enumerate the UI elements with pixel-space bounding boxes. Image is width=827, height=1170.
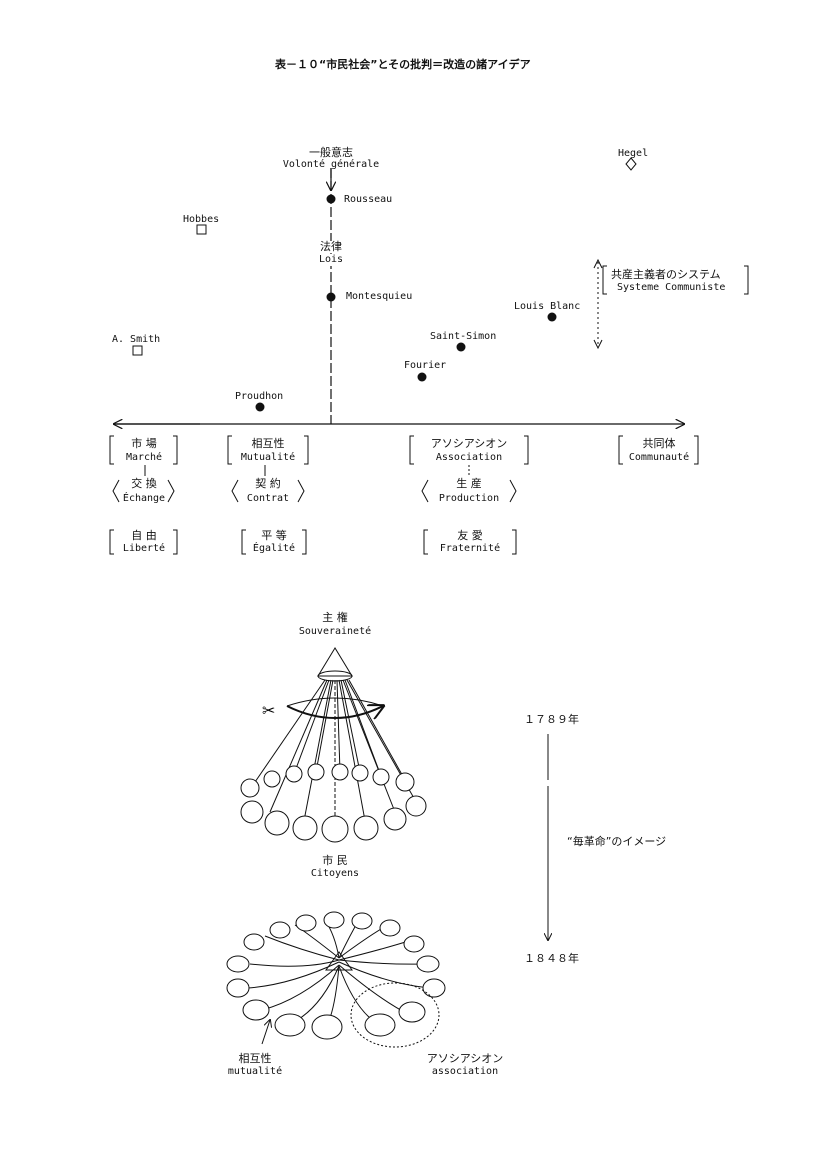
market-fr: Marché [125, 452, 163, 463]
scissors-icon: ✂ [262, 701, 275, 720]
mutuality-bottom-jp: 相互性 [238, 1052, 272, 1065]
rousseau-label: Rousseau [344, 194, 393, 205]
association-dotted-ring [350, 982, 440, 1048]
mutuality-bottom-fr: mutualité [227, 1066, 283, 1077]
association-col-jp: アソシアシオン [430, 437, 508, 450]
montesquieu-label: Montesquieu [346, 291, 413, 302]
louis-blanc-dot [547, 312, 557, 322]
hegel-diamond [625, 157, 637, 171]
association-col-fr: Association [435, 452, 503, 463]
year-1848: １８４８年 [524, 952, 579, 965]
liberty-jp: 自 由 [131, 529, 157, 542]
communist-system-fr: Systeme Communiste [617, 282, 726, 293]
fourier-label: Fourier [404, 360, 447, 371]
law-fr: Lois [311, 254, 351, 266]
montesquieu-dot [326, 292, 336, 302]
production-fr: Production [438, 493, 500, 504]
mutuality-jp: 相互性 [251, 437, 285, 450]
fourier-dot [417, 372, 427, 382]
hobbes-label: Hobbes [183, 214, 220, 225]
year-1789: １７８９年 [524, 713, 579, 726]
community-jp: 共同体 [642, 437, 676, 450]
hegel-label: Hegel [618, 148, 649, 159]
law-jp: 法律 [311, 241, 351, 253]
mutuality-fr: Mutualité [240, 452, 296, 463]
general-will-fr: Volonté générale [282, 159, 380, 170]
saint-simon-dot [456, 342, 466, 352]
community-fr: Communauté [628, 452, 690, 463]
citizens-fr: Citoyens [310, 868, 360, 879]
smith-label: A. Smith [112, 334, 161, 345]
market-jp: 市 場 [131, 437, 157, 450]
exchange-fr: Échange [122, 493, 166, 504]
sovereignty-jp: 主 権 [322, 611, 348, 624]
revolution-image-label: “毎革命”のイメージ [567, 835, 667, 848]
association-bottom-fr: association [431, 1066, 499, 1077]
communist-system-jp: 共産主義者のシステム [611, 268, 721, 281]
sovereignty-fr: Souveraineté [298, 626, 372, 637]
fraternity-jp: 友 愛 [457, 529, 483, 542]
association-web [226, 911, 446, 1048]
exchange-jp: 交 換 [131, 477, 157, 490]
equality-fr: Égalité [252, 543, 296, 554]
louis-blanc-label: Louis Blanc [514, 301, 581, 312]
smith-square [132, 345, 143, 356]
association-bottom-jp: アソシアシオン [426, 1052, 504, 1065]
liberty-fr: Liberté [122, 543, 166, 554]
saint-simon-label: Saint-Simon [430, 331, 497, 342]
rousseau-dot [326, 194, 336, 204]
fraternity-fr: Fraternité [439, 543, 501, 554]
contract-fr: Contrat [246, 493, 290, 504]
general-will-jp: 一般意志 [309, 146, 353, 159]
hobbes-square [196, 224, 207, 235]
production-jp: 生 産 [456, 477, 482, 490]
sovereignty-cone: ✂ [240, 647, 427, 843]
citizens-jp: 市 民 [322, 854, 348, 867]
contract-jp: 契 約 [255, 477, 281, 490]
proudhon-label: Proudhon [235, 391, 284, 402]
page-title: 表－１０“市民社会”とその批判＝改造の諸アイデア [275, 58, 531, 71]
proudhon-dot [255, 402, 265, 412]
equality-jp: 平 等 [261, 529, 287, 542]
